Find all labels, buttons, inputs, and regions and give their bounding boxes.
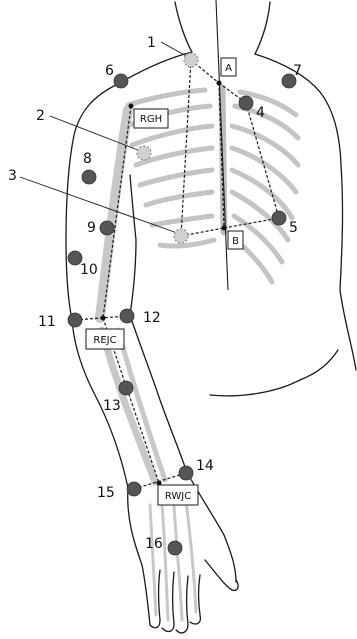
marker-label-16: 16 <box>145 536 163 552</box>
svg-text:B: B <box>232 236 239 247</box>
marker-8 <box>82 170 96 184</box>
box-a: A <box>221 58 236 76</box>
marker-label-5: 5 <box>289 220 298 236</box>
marker-1 <box>184 53 198 67</box>
marker-label-10: 10 <box>80 262 98 278</box>
svg-text:REJC: REJC <box>93 335 116 346</box>
joint-dot-rejc <box>101 316 106 321</box>
box-rejc: REJC <box>86 329 124 349</box>
marker-13 <box>119 381 133 395</box>
marker-label-13: 13 <box>103 398 121 414</box>
marker-label-4: 4 <box>256 105 265 121</box>
marker-12 <box>120 309 134 323</box>
marker-2 <box>137 146 151 160</box>
marker-11 <box>68 313 82 327</box>
svg-text:RWJC: RWJC <box>165 491 191 502</box>
marker-9 <box>100 221 114 235</box>
marker-label-6: 6 <box>105 63 114 79</box>
marker-label-7: 7 <box>293 63 302 79</box>
marker-label-3: 3 <box>8 168 17 184</box>
marker-label-11: 11 <box>38 314 56 330</box>
marker-label-8: 8 <box>83 151 92 167</box>
marker-5 <box>272 211 286 225</box>
box-rwjc: RWJC <box>158 485 198 505</box>
joint-dot-b <box>222 226 227 231</box>
marker-4 <box>239 96 253 110</box>
marker-label-1: 1 <box>147 35 156 51</box>
box-rgh: RGH <box>134 109 168 128</box>
joint-dot-a <box>217 81 222 86</box>
marker-label-14: 14 <box>196 458 214 474</box>
marker-label-12: 12 <box>143 310 161 326</box>
marker-15 <box>127 482 141 496</box>
marker-label-15: 15 <box>97 485 115 501</box>
marker-label-9: 9 <box>87 220 96 236</box>
svg-text:A: A <box>225 63 232 74</box>
joint-dot-rgh <box>129 104 134 109</box>
body-outline <box>66 2 356 633</box>
marker-3 <box>174 229 188 243</box>
marker-16 <box>168 541 182 555</box>
marker-14 <box>179 466 193 480</box>
marker-6 <box>114 74 128 88</box>
box-b: B <box>228 231 243 249</box>
svg-text:RGH: RGH <box>140 114 162 125</box>
marker-label-2: 2 <box>36 108 45 124</box>
